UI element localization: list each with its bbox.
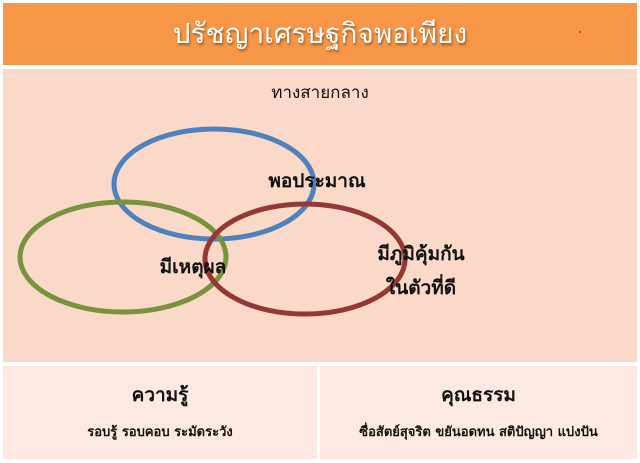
decorative-dot [579, 31, 581, 33]
reasonableness-label: มีเหตุผล [123, 253, 263, 281]
knowledge-title: ความรู้ [131, 384, 189, 406]
middle-path-subtitle: ทางสายกลาง [271, 83, 369, 103]
morality-text: ซื่อสัตย์สุจริต ขยันอดทน สติปัญญา แบ่งปั… [359, 425, 598, 440]
morality-panel: คุณธรรม ซื่อสัตย์สุจริต ขยันอดทน สติปัญญ… [320, 366, 637, 459]
immunity-text-line1: มีภูมิคุ้มกัน [377, 243, 465, 265]
venn-panel: ทางสายกลาง พอประมาณ มีเหตุผล มีภูมิคุ้มก… [3, 69, 637, 362]
reasonableness-circle [17, 199, 229, 315]
immunity-text-line2: ในตัวที่ดี [385, 277, 457, 299]
immunity-label: มีภูมิคุ้มกัน ในตัวที่ดี [341, 240, 501, 302]
immunity-circle [202, 201, 408, 317]
venn-diagram [17, 126, 408, 317]
moderation-label: พอประมาณ [217, 167, 417, 195]
title-banner: ปรัชญาเศรษฐกิจพอเพียง [3, 3, 637, 65]
morality-title: คุณธรรม [441, 384, 516, 406]
moderation-text: พอประมาณ [268, 170, 366, 192]
page-title: ปรัชญาเศรษฐกิจพอเพียง [172, 17, 468, 50]
reasonableness-text: มีเหตุผล [159, 256, 227, 278]
knowledge-text: รอบรู้ รอบคอบ ระมัดระวัง [87, 425, 233, 440]
knowledge-panel: ความรู้ รอบรู้ รอบคอบ ระมัดระวัง [3, 366, 317, 459]
